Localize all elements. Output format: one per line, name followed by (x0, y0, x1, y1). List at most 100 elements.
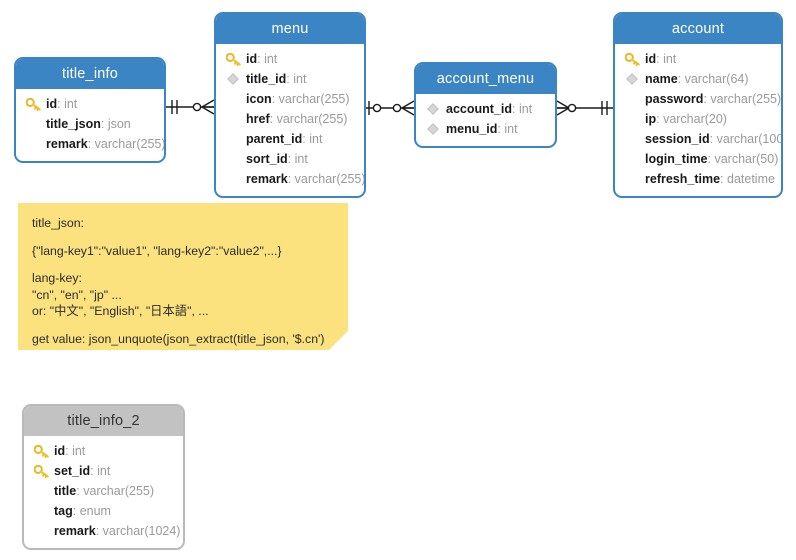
field-type: : int (57, 97, 78, 111)
field-type: : varchar(255) (87, 137, 166, 151)
field-row[interactable]: parent_id: int (216, 129, 364, 149)
field-row[interactable]: title_json: json (16, 114, 164, 134)
field-row[interactable]: remark: varchar(1024) (24, 521, 183, 541)
field-row[interactable]: refresh_time: datetime (615, 169, 781, 189)
entity-fields: id: int name: varchar(64) password: varc… (615, 44, 781, 196)
field-row[interactable]: menu_id: int (416, 119, 555, 139)
field-name: sort_id (246, 152, 288, 166)
note-line: title_json: (32, 216, 84, 230)
key-icon (623, 49, 641, 69)
field-name: id (645, 52, 657, 66)
field-name: remark (54, 524, 96, 538)
field-name: icon (246, 92, 272, 106)
field-name: tag (54, 504, 73, 518)
field-name: title_json (46, 117, 101, 131)
entity-title_info_2[interactable]: title_info_2 id: int (22, 404, 185, 550)
field-type: : varchar(64) (677, 72, 749, 86)
field-row[interactable]: name: varchar(64) (615, 69, 781, 89)
entity-fields: id: int title_json: json remark: varchar… (16, 89, 164, 161)
field-name: session_id (645, 132, 710, 146)
field-type: : datetime (720, 172, 775, 186)
field-type: : json (100, 117, 131, 131)
field-type: : int (656, 52, 677, 66)
field-type: : int (497, 122, 518, 136)
field-type: : varchar(255) (271, 92, 350, 106)
field-type: : varchar(255) (703, 92, 782, 106)
field-row[interactable]: sort_id: int (216, 149, 364, 169)
relationship-account_menu-account[interactable] (556, 98, 614, 118)
entity-menu[interactable]: menu id: int (214, 12, 366, 198)
entity-title: title_info (16, 59, 164, 89)
diamond-icon (623, 69, 641, 89)
field-name: set_id (54, 464, 91, 478)
field-type: : varchar(255) (76, 484, 155, 498)
field-row[interactable]: tag: enum (24, 501, 183, 521)
key-icon (224, 49, 242, 69)
entity-title_info[interactable]: title_info id: int title_json: json rema… (14, 57, 166, 163)
field-row[interactable]: ip: varchar(20) (615, 109, 781, 129)
field-row[interactable]: id: int (16, 94, 164, 114)
entity-account_menu[interactable]: account_menu account_id: int menu_id: in… (414, 62, 557, 148)
entity-fields: id: int set_id: int title: varchar(255) … (24, 436, 183, 548)
note-title_json[interactable]: title_json: {"lang-key1":"value1", "lang… (18, 203, 348, 350)
field-type: : int (257, 52, 278, 66)
field-row[interactable]: id: int (615, 49, 781, 69)
diamond-icon (224, 69, 242, 89)
field-name: title_id (246, 72, 287, 86)
field-name: ip (645, 112, 657, 126)
field-row[interactable]: account_id: int (416, 99, 555, 119)
entity-title: menu (216, 14, 364, 44)
field-row[interactable]: password: varchar(255) (615, 89, 781, 109)
note-line: lang-key: (32, 271, 82, 286)
field-type: : int (65, 444, 86, 458)
entity-title: account_menu (416, 64, 555, 94)
field-row[interactable]: title: varchar(255) (24, 481, 183, 501)
field-name: title (54, 484, 77, 498)
field-name: name (645, 72, 678, 86)
field-name: id (46, 97, 58, 111)
field-row[interactable]: href: varchar(255) (216, 109, 364, 129)
note-line: "cn", "en", "jp" ... (32, 287, 122, 302)
field-name: menu_id (446, 122, 498, 136)
field-row[interactable]: session_id: varchar(100) (615, 129, 781, 149)
diamond-icon (424, 99, 442, 119)
entity-fields: id: int title_id: int icon: varchar(255)… (216, 44, 364, 196)
note-fold-corner-icon (329, 331, 348, 350)
field-name: href (246, 112, 270, 126)
field-name: account_id (446, 102, 512, 116)
field-name: remark (246, 172, 288, 186)
relationship-title_info-menu[interactable] (166, 97, 215, 117)
field-type: : varchar(1024) (95, 524, 181, 538)
field-row[interactable]: id: int (216, 49, 364, 69)
field-name: id (246, 52, 258, 66)
note-line: get value: json_unquote(json_extract(tit… (32, 331, 325, 346)
field-type: : int (90, 464, 111, 478)
field-type: : varchar(255) (269, 112, 348, 126)
field-name: login_time (645, 152, 708, 166)
field-name: remark (46, 137, 88, 151)
note-line: or: "中文", "English", "日本語", ... (32, 304, 209, 319)
field-row[interactable]: remark: varchar(255) (216, 169, 364, 189)
entity-title: title_info_2 (24, 406, 183, 436)
field-row[interactable]: remark: varchar(255) (16, 134, 164, 154)
field-type: : varchar(255) (287, 172, 366, 186)
relationship-menu-account_menu[interactable] (366, 98, 415, 118)
entity-account[interactable]: account id: int (613, 12, 783, 198)
field-type: : varchar(100) (709, 132, 783, 146)
field-row[interactable]: set_id: int (24, 461, 183, 481)
field-type: : int (286, 72, 307, 86)
entity-title: account (615, 14, 781, 44)
field-row[interactable]: login_time: varchar(50) (615, 149, 781, 169)
entity-fields: account_id: int menu_id: int (416, 94, 555, 146)
field-row[interactable]: title_id: int (216, 69, 364, 89)
diamond-icon (424, 119, 442, 139)
field-type: : enum (72, 504, 111, 518)
key-icon (24, 94, 42, 114)
note-line: {"lang-key1":"value1", "lang-key2":"valu… (32, 243, 282, 258)
field-name: parent_id (246, 132, 303, 146)
field-name: id (54, 444, 66, 458)
key-icon (32, 461, 50, 481)
field-row[interactable]: id: int (24, 441, 183, 461)
field-row[interactable]: icon: varchar(255) (216, 89, 364, 109)
